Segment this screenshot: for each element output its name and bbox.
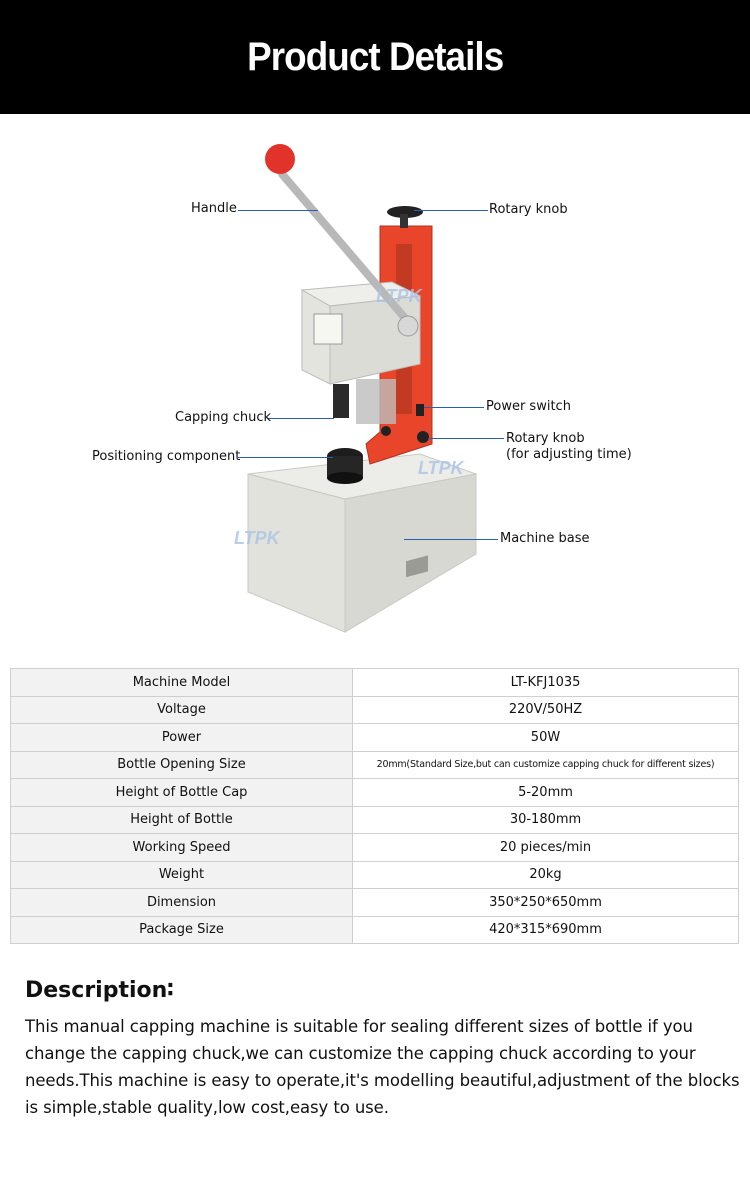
spec-value: LT-KFJ1035	[352, 668, 739, 697]
time-knob	[417, 431, 429, 443]
spec-label: Power	[10, 723, 353, 752]
spec-label: Weight	[10, 860, 353, 889]
page-title: Product Details	[246, 34, 504, 79]
base-slot	[406, 555, 428, 578]
handle-ball	[265, 144, 295, 174]
callout-positioning-component: Positioning component	[92, 449, 241, 464]
leader-capping-chuck	[268, 418, 334, 419]
spec-label: Height of Bottle Cap	[10, 778, 353, 807]
spec-value: 50W	[352, 723, 739, 752]
callout-power-switch: Power switch	[486, 399, 571, 414]
watermark: LTPK	[376, 286, 424, 306]
leader-power-switch	[424, 407, 484, 408]
spec-value: 350*250*650mm	[352, 888, 739, 917]
top-knob	[387, 206, 423, 218]
spec-label: Working Speed	[10, 833, 353, 862]
spec-value: 5-20mm	[352, 778, 739, 807]
spec-value: 20 pieces/min	[352, 833, 739, 862]
spec-value: 30-180mm	[352, 805, 739, 834]
chuck	[333, 384, 349, 418]
spec-label: Machine Model	[10, 668, 353, 697]
spec-value: 220V/50HZ	[352, 695, 739, 724]
spec-label: Voltage	[10, 695, 353, 724]
leader-machine-base	[404, 539, 498, 540]
callout-rotary-knob-time-note: (for adjusting time)	[506, 447, 632, 462]
description-text: This manual capping machine is suitable …	[25, 1017, 740, 1117]
spec-value: 20kg	[352, 860, 739, 889]
header-banner: Product Details	[0, 0, 750, 114]
leader-rotary-knob-time	[428, 438, 504, 439]
base-front	[247, 473, 346, 633]
spec-value: 420*315*690mm	[352, 915, 739, 944]
callout-rotary-knob-top: Rotary knob	[489, 202, 568, 217]
leader-rotary-knob-top	[414, 210, 488, 211]
leader-positioning	[238, 457, 333, 458]
base-side	[344, 473, 477, 633]
spec-label: Package Size	[10, 915, 353, 944]
watermark: LTPK	[234, 528, 282, 548]
callout-machine-base: Machine base	[500, 531, 590, 546]
callout-handle: Handle	[191, 201, 237, 216]
watermark: LTPK	[418, 458, 466, 478]
description-heading: Description∶	[25, 978, 174, 1003]
handle-bar	[278, 170, 414, 328]
machine-illustration: LTPK LTPK LTPK	[234, 144, 478, 633]
leader-handle	[238, 210, 318, 211]
spec-value: 20mm(Standard Size,but can customize cap…	[352, 750, 739, 779]
product-figure: LTPK LTPK LTPK Handle Rotary knob Power …	[0, 114, 750, 654]
callout-rotary-knob-time: Rotary knob	[506, 431, 585, 446]
spec-label: Dimension	[10, 888, 353, 917]
spec-label: Bottle Opening Size	[10, 750, 353, 779]
spec-label: Height of Bottle	[10, 805, 353, 834]
callout-capping-chuck: Capping chuck	[175, 410, 272, 425]
power-switch-part	[416, 404, 424, 416]
